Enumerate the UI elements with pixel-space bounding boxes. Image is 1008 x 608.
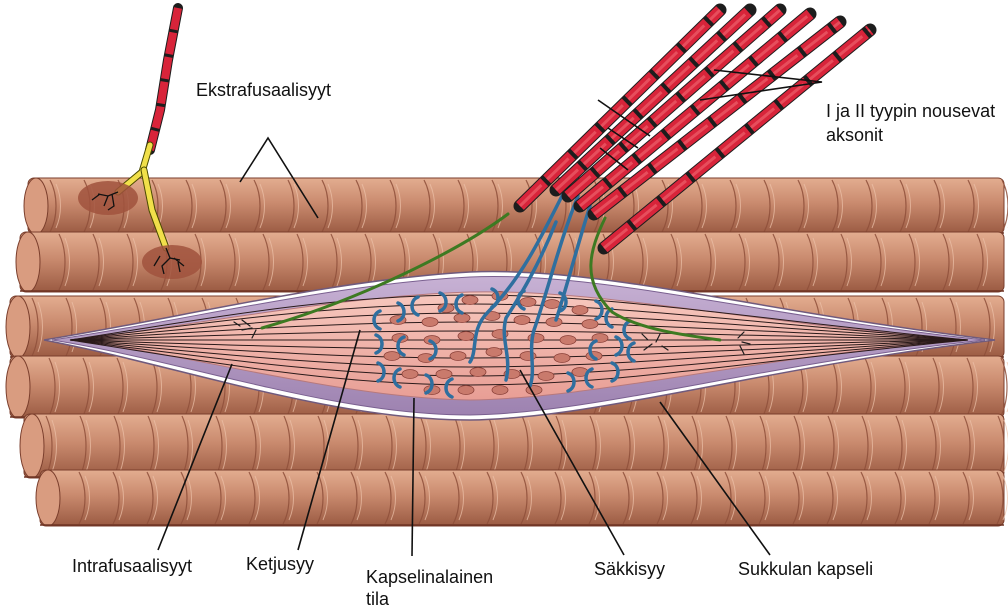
nucleus xyxy=(520,298,536,307)
nucleus xyxy=(470,368,486,377)
label-bag-fiber: Säkkisyy xyxy=(594,558,665,580)
label-intrafusal-fibers: Intrafusaalisyyt xyxy=(72,555,192,577)
nucleus xyxy=(514,316,530,325)
nucleus xyxy=(458,386,474,395)
nucleus xyxy=(572,306,588,315)
label-extrafusal-fibers: Ekstrafusaalisyyt xyxy=(196,79,331,101)
nucleus xyxy=(486,348,502,357)
label-ascending-axons-line1: I ja II tyypin nousevat xyxy=(826,100,995,122)
nucleus xyxy=(454,314,470,323)
nucleus xyxy=(384,352,400,361)
nucleus xyxy=(436,370,452,379)
nucleus xyxy=(546,318,562,327)
nucleus xyxy=(458,332,474,341)
nucleus xyxy=(462,296,478,305)
nucleus xyxy=(422,318,438,327)
label-chain-fiber: Ketjusyy xyxy=(246,553,314,575)
nucleus xyxy=(582,320,598,329)
nucleus xyxy=(560,336,576,345)
label-subcapsular-space-line2: tila xyxy=(366,588,389,608)
nucleus xyxy=(402,370,418,379)
motor-end-plate xyxy=(142,245,202,279)
nucleus xyxy=(544,300,560,309)
label-subcapsular-space-line1: Kapselinalainen xyxy=(366,566,493,588)
nucleus xyxy=(554,354,570,363)
nucleus xyxy=(538,372,554,381)
nucleus xyxy=(526,386,542,395)
label-spindle-capsule: Sukkulan kapseli xyxy=(738,558,873,580)
nucleus xyxy=(492,386,508,395)
ascending-axon xyxy=(568,10,780,196)
extrafusal-fiber-row xyxy=(36,470,1008,526)
nucleus xyxy=(450,352,466,361)
extrafusal-fiber-row xyxy=(20,414,1008,478)
label-ascending-axons-line2: aksonit xyxy=(826,124,883,146)
